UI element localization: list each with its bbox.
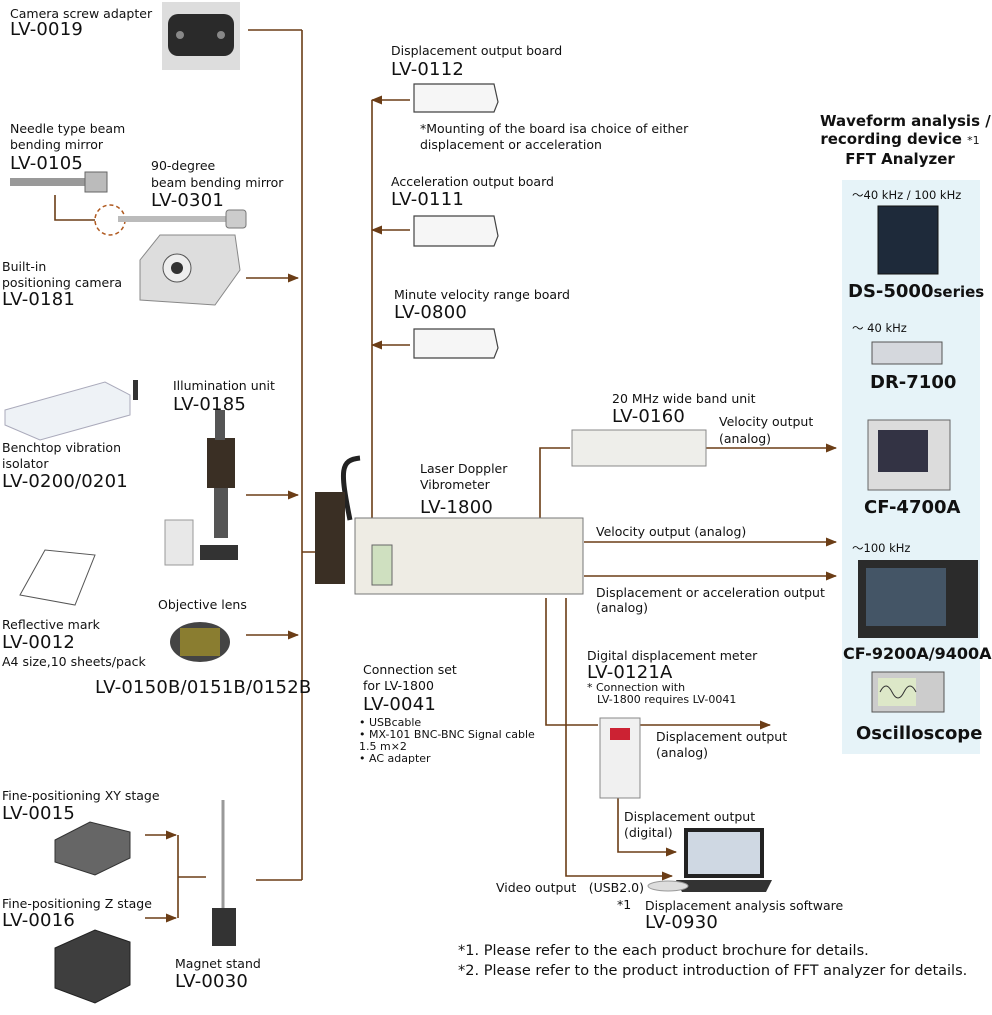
velocity-board-name: Minute velocity range board [394,287,570,302]
camera-name-1: Built-in [2,259,47,274]
panel-title: Waveform analysis / recording device *1 … [820,112,991,168]
panel-title-line2: recording device [820,130,962,148]
footnote: *2. Please refer to the product introduc… [458,963,968,979]
camera-name-2: positioning camera [2,275,123,290]
software-code: LV-0930 [645,912,719,933]
video-output-1: Video output (USB2.0) [496,880,645,895]
panel-title-sup: *1 [967,134,980,147]
needle-mirror-name-2: bending mirror [10,137,104,152]
wideband-code: LV-0160 [612,406,686,427]
device-range: 〜100 kHz [852,541,911,555]
objective-lens-name: Objective lens [158,597,247,612]
device-name-suffix: series [933,283,985,301]
footnote: *1. Please refer to the each product bro… [458,943,869,959]
vibrometer-code: LV-1800 [420,497,494,518]
velocity-output-label: Velocity output (analog) [596,524,747,539]
needle-mirror-name-1: Needle type beam [10,121,126,136]
connection-set-name-2: for LV-1800 [363,678,434,693]
panel-title-line2-row: recording device *1 [820,130,980,150]
disp-board-name: Displacement output board [391,43,563,58]
device-name: DR-7100 [870,372,957,393]
vibrometer-name-1: Laser Doppler [420,461,508,476]
z-stage-code: LV-0016 [2,910,76,931]
device-range: 〜40 kHz / 100 kHz [852,188,962,202]
panel-title-line1: Waveform analysis / [820,112,991,130]
reflective-mark-code: LV-0012 [2,632,76,653]
connection-set-item: • USBcable [359,716,422,729]
connection-set-item: • AC adapter [359,752,431,765]
illumination-code: LV-0185 [173,394,247,415]
digital-meter-note-1: * Connection with [587,681,686,694]
panel-title-line3: FFT Analyzer [845,150,955,168]
wideband-output-2: (analog) [719,431,772,446]
vibrometer-name-2: Vibrometer [420,477,490,492]
xy-stage-code: LV-0015 [2,803,76,824]
wideband-name: 20 MHz wide band unit [612,391,756,406]
isolator-name-1: Benchtop vibration [2,440,121,455]
video-output-2: *1 [617,897,632,912]
device-name: CF-4700A [864,497,961,518]
connection-set-code: LV-0041 [363,694,437,715]
needle-mirror-code: LV-0105 [10,153,84,174]
magnet-stand-name: Magnet stand [175,956,261,971]
software-name: Displacement analysis software [645,898,844,913]
connection-set-item: 1.5 m×2 [359,740,407,753]
disp-analog-output-1: Displacement output [656,729,788,744]
digital-meter-name: Digital displacement meter [587,648,758,663]
accel-board-code: LV-0111 [391,189,465,210]
device-name: DS-5000series [848,281,984,302]
disp-accel-output-2: (analog) [596,600,649,615]
velocity-board-code: LV-0800 [394,302,468,323]
z-stage-name: Fine-positioning Z stage [2,896,152,911]
camera-code: LV-0181 [2,289,76,310]
xy-stage-name: Fine-positioning XY stage [2,788,160,803]
isolator-code: LV-0200/0201 [2,471,128,492]
disp-digital-output-2: (digital) [624,825,673,840]
digital-meter-code: LV-0121A [587,662,673,683]
device-range: 〜 40 kHz [852,321,907,335]
accel-board-name: Acceleration output board [391,174,554,189]
illumination-name: Illumination unit [173,378,275,393]
digital-meter-note-2: LV-1800 requires LV-0041 [597,693,737,706]
mirror-90-code: LV-0301 [151,190,225,211]
reflective-mark-name: Reflective mark [2,617,100,632]
camera-screw-code: LV-0019 [10,19,84,40]
device-name-text: DS-5000 [848,281,934,302]
isolator-name-2: isolator [2,456,49,471]
magnet-stand-code: LV-0030 [175,971,249,992]
disp-board-code: LV-0112 [391,59,465,80]
objective-lens-code: LV-0150B/0151B/0152B [95,677,312,698]
wideband-output-1: Velocity output [719,414,814,429]
reflective-mark-desc: A4 size,10 sheets/pack [2,654,146,669]
mirror-90-name-2: beam bending mirror [151,175,284,190]
connection-set-name-1: Connection set [363,662,457,677]
disp-board-note-1: *Mounting of the board isa choice of eit… [420,121,689,136]
disp-analog-output-2: (analog) [656,745,709,760]
connection-set-item: • MX-101 BNC-BNC Signal cable [359,728,535,741]
device-name: Oscilloscope [856,723,983,744]
disp-accel-output-1: Displacement or acceleration output [596,585,825,600]
disp-digital-output-1: Displacement output [624,809,756,824]
camera-screw-name: Camera screw adapter [10,6,153,21]
instrument-drawings [858,205,978,713]
disp-board-note-2: displacement or acceleration [420,137,602,152]
mirror-90-name-1: 90-degree [151,158,216,173]
device-name: CF-9200A/9400A [843,644,992,663]
